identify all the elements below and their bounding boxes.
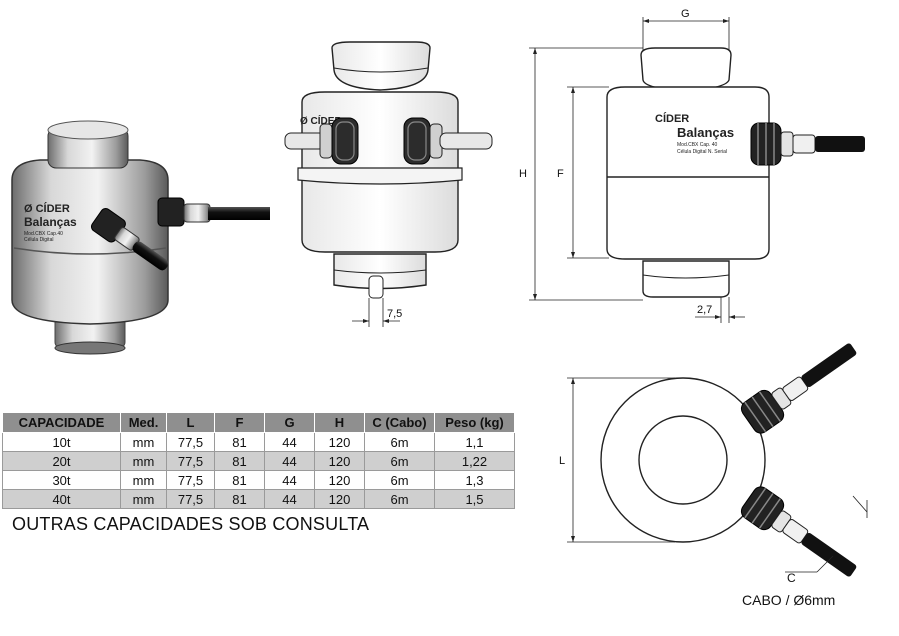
- dim-f-label: F: [557, 168, 564, 180]
- table-cell: 44: [264, 432, 315, 452]
- table-cell: 120: [314, 489, 365, 509]
- table-row: 20t mm 77,5 81 44 120 6m 1,22: [2, 451, 515, 471]
- col-header-f: F: [214, 412, 265, 433]
- table-cell: 1,1: [434, 432, 515, 452]
- table-cell: 1,5: [434, 489, 515, 509]
- specifications-table: CAPACIDADE Med. L F G H C (Cabo) Peso (k…: [2, 412, 515, 509]
- dim-2-7-label: 2,7: [697, 304, 712, 316]
- front-view-drawing: Ø CÍDER 7,5: [284, 41, 493, 327]
- dim-7-5-label: 7,5: [387, 308, 402, 320]
- table-cell: 6m: [364, 432, 435, 452]
- footnote-other-capacities: OUTRAS CAPACIDADES SOB CONSULTA: [12, 514, 370, 534]
- table-cell: 44: [264, 470, 315, 490]
- table-cell: 44: [264, 489, 315, 509]
- side-view-drawing: G H F CÍDER Balanças Mod.CBX Cap. 40 Cél…: [519, 8, 865, 323]
- table-cell: 40t: [2, 489, 121, 509]
- table-cell: 81: [214, 470, 265, 490]
- col-header-peso: Peso (kg): [434, 412, 515, 433]
- dim-l-label: L: [559, 455, 565, 467]
- table-cell: 77,5: [166, 432, 215, 452]
- table-cell: 81: [214, 489, 265, 509]
- table-cell: 30t: [2, 470, 121, 490]
- table-row: 30t mm 77,5 81 44 120 6m 1,3: [2, 470, 515, 490]
- table-row: 40t mm 77,5 81 44 120 6m 1,5: [2, 489, 515, 509]
- svg-text:CÍDER: CÍDER: [655, 112, 689, 125]
- svg-text:Mod.CBX Cap.40: Mod.CBX Cap.40: [24, 231, 63, 237]
- col-header-g: G: [264, 412, 315, 433]
- svg-text:Balanças: Balanças: [24, 215, 77, 229]
- col-header-med: Med.: [120, 412, 167, 433]
- table-header-row: CAPACIDADE Med. L F G H C (Cabo) Peso (k…: [2, 412, 515, 433]
- table-cell: 120: [314, 432, 365, 452]
- table-cell: 10t: [2, 432, 121, 452]
- top-view-drawing: L C: [559, 343, 868, 585]
- table-cell: 1,22: [434, 451, 515, 471]
- table-cell: 1,3: [434, 470, 515, 490]
- table-cell: mm: [120, 451, 167, 471]
- load-cell-3d-render: Ø CÍDER Balanças Mod.CBX Cap.40 Célula D…: [11, 120, 270, 355]
- table-cell: mm: [120, 470, 167, 490]
- table-cell: 81: [214, 451, 265, 471]
- table-cell: mm: [120, 489, 167, 509]
- table-cell: 120: [314, 470, 365, 490]
- col-header-capacidade: CAPACIDADE: [2, 412, 121, 433]
- col-header-cabo: C (Cabo): [364, 412, 435, 433]
- table-cell: 44: [264, 451, 315, 471]
- table-cell: 6m: [364, 489, 435, 509]
- front-view-logo: Ø CÍDER: [300, 114, 342, 127]
- table-cell: 77,5: [166, 470, 215, 490]
- svg-text:Célula Digital: Célula Digital: [24, 237, 53, 243]
- table-row: 10t mm 77,5 81 44 120 6m 1,1: [2, 432, 515, 452]
- table-cell: 6m: [364, 451, 435, 471]
- table-cell: 6m: [364, 470, 435, 490]
- table-cell: 20t: [2, 451, 121, 471]
- svg-text:Ø CÍDER: Ø CÍDER: [24, 202, 70, 215]
- dim-g-label: G: [681, 8, 690, 20]
- col-header-h: H: [314, 412, 365, 433]
- table-cell: 77,5: [166, 451, 215, 471]
- table-cell: mm: [120, 432, 167, 452]
- cable-diameter-label: CABO / Ø6mm: [742, 592, 836, 608]
- dim-c-label: C: [787, 571, 796, 585]
- col-header-l: L: [166, 412, 215, 433]
- svg-text:Balanças: Balanças: [677, 125, 734, 140]
- svg-text:Mod.CBX Cap. 40: Mod.CBX Cap. 40: [677, 142, 718, 148]
- svg-text:Célula Digital N. Serial: Célula Digital N. Serial: [677, 149, 727, 155]
- table-cell: 77,5: [166, 489, 215, 509]
- dim-h-label: H: [519, 168, 527, 180]
- side-view-logo: CÍDER Balanças Mod.CBX Cap. 40 Célula Di…: [655, 112, 734, 155]
- table-cell: 120: [314, 451, 365, 471]
- table-cell: 81: [214, 432, 265, 452]
- brand-logo-3d: Ø CÍDER Balanças Mod.CBX Cap.40 Célula D…: [24, 202, 77, 243]
